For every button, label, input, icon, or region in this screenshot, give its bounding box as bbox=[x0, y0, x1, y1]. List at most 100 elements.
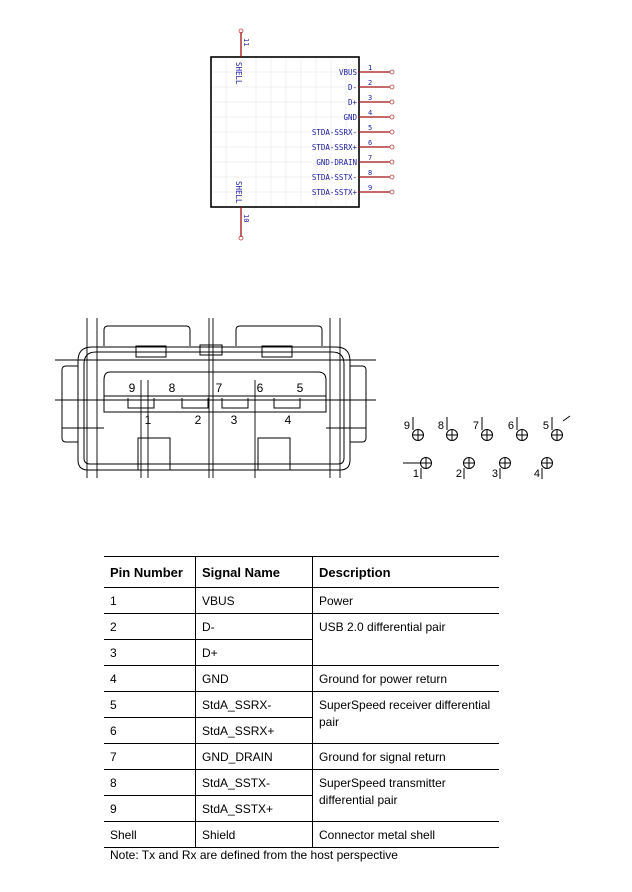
contact-4 bbox=[273, 398, 301, 409]
outer-shell-inner bbox=[83, 351, 345, 465]
table-row: 5 StdA_SSRX- SuperSpeed receiver differe… bbox=[104, 691, 499, 744]
pin-10-end bbox=[238, 235, 244, 241]
cell-pin: Shell bbox=[104, 821, 196, 848]
pin-7-name: GND-DRAIN bbox=[316, 158, 357, 167]
cell-signal: VBUS bbox=[195, 587, 313, 614]
contact-1 bbox=[127, 398, 155, 409]
symbol-pins: 1VBUS2D-3D+4GND5STDA-SSRX-6STDA-SSRX+7GN… bbox=[312, 64, 395, 197]
pin-6-number: 6 bbox=[368, 139, 372, 147]
pin-3-end bbox=[389, 99, 395, 105]
pin-5-end bbox=[389, 129, 395, 135]
table-row: 2 D- USB 2.0 differential pair bbox=[104, 613, 499, 666]
pin-2-name: D- bbox=[348, 83, 357, 92]
pin-2-number: 2 bbox=[368, 79, 372, 87]
table-row: 4 GND Ground for power return bbox=[104, 665, 499, 692]
cell-description: Connector metal shell bbox=[312, 821, 499, 848]
table-row: 8 StdA_SSTX- SuperSpeed transmitter diff… bbox=[104, 769, 499, 822]
pin-5-name: STDA-SSRX- bbox=[312, 128, 357, 137]
cell-signal: StdA_SSRX- bbox=[195, 691, 313, 718]
pin-7-number: 7 bbox=[368, 154, 372, 162]
pin-11-number: 11 bbox=[242, 38, 250, 46]
construction-lines bbox=[55, 318, 376, 478]
pin-4-name: GND bbox=[343, 113, 357, 122]
footprint-pointer bbox=[562, 415, 571, 422]
symbol-grid bbox=[211, 57, 388, 207]
connector-pin-6-label: 6 bbox=[257, 381, 264, 395]
table-row: Shell Shield Connector metal shell bbox=[104, 821, 499, 848]
pin-8-number: 8 bbox=[368, 169, 372, 177]
pin-9-name: STDA-SSTX+ bbox=[312, 188, 358, 197]
top-tab-right bbox=[235, 325, 323, 346]
header-pin-number: Pin Number bbox=[104, 556, 196, 588]
cell-pin: 6 bbox=[104, 717, 196, 744]
header-description: Description bbox=[312, 556, 499, 588]
cell-description: SuperSpeed receiver differential pair bbox=[312, 691, 499, 744]
footprint-pin-7-label: 7 bbox=[473, 420, 479, 432]
cell-pin: 2 bbox=[104, 613, 196, 640]
table-row: 3 D+ bbox=[104, 639, 499, 666]
connector-pin-7-label: 7 bbox=[216, 381, 223, 395]
footprint-pin-1-label: 1 bbox=[413, 468, 419, 480]
side-ear-left bbox=[61, 365, 78, 443]
connector-pin-4-label: 4 bbox=[285, 413, 292, 427]
contact-3 bbox=[221, 398, 249, 409]
pin-8-end bbox=[389, 174, 395, 180]
top-center-notch bbox=[199, 344, 223, 356]
shell-label-top: SHELL bbox=[234, 62, 243, 85]
outer-shell bbox=[77, 346, 351, 471]
connector-tongue bbox=[103, 371, 327, 413]
cell-signal: StdA_SSRX+ bbox=[195, 717, 313, 744]
table-row: 1 VBUS Power bbox=[104, 587, 499, 614]
footprint-pin-3-label: 3 bbox=[492, 468, 498, 480]
cell-pin: 7 bbox=[104, 743, 196, 770]
cell-description: USB 2.0 differential pair bbox=[312, 613, 499, 666]
pin-2-end bbox=[389, 84, 395, 90]
pin-3-name: D+ bbox=[348, 98, 358, 107]
cell-description: Ground for signal return bbox=[312, 743, 499, 770]
schematic-symbol: 11 SHELL 10 SHELL 1VBUS2D-3D+4GND5STDA-S… bbox=[210, 28, 395, 241]
pin-9-number: 9 bbox=[368, 184, 372, 192]
footprint-pin-8-label: 8 bbox=[438, 420, 444, 432]
pin-10-number: 10 bbox=[242, 214, 250, 222]
cell-signal: D+ bbox=[195, 639, 313, 666]
cell-signal: GND bbox=[195, 665, 313, 692]
table-row: 6 StdA_SSRX+ bbox=[104, 717, 499, 744]
connector-pin-2-label: 2 bbox=[195, 413, 202, 427]
cell-signal: D- bbox=[195, 613, 313, 640]
connector-pin-5-label: 5 bbox=[297, 381, 304, 395]
cell-signal: StdA_SSTX+ bbox=[195, 795, 313, 822]
footprint-pin-6-label: 6 bbox=[508, 420, 514, 432]
connector-pin-8-label: 8 bbox=[169, 381, 176, 395]
pin-9-end bbox=[389, 189, 395, 195]
pin-1-end bbox=[389, 69, 395, 75]
pinout-table: Pin Number Signal Name Description 1 VBU… bbox=[104, 556, 499, 848]
connector-front-view bbox=[55, 318, 376, 478]
cell-signal: Shield bbox=[195, 821, 313, 848]
header-signal-name: Signal Name bbox=[195, 556, 313, 588]
cell-pin: 4 bbox=[104, 665, 196, 692]
cell-pin: 5 bbox=[104, 691, 196, 718]
pin-6-end bbox=[389, 144, 395, 150]
footprint-pin-9-label: 9 bbox=[404, 420, 410, 432]
pin-8-name: STDA-SSTX- bbox=[312, 173, 357, 182]
bottom-slot-left bbox=[137, 437, 171, 471]
shell-label-bottom: SHELL bbox=[234, 181, 243, 204]
cell-description: Ground for power return bbox=[312, 665, 499, 692]
table-header-row: Pin Number Signal Name Description bbox=[104, 556, 499, 588]
table-note: Note: Tx and Rx are defined from the hos… bbox=[110, 848, 398, 862]
cell-pin: 8 bbox=[104, 769, 196, 796]
cell-description: SuperSpeed transmitter differential pair bbox=[312, 769, 499, 822]
cell-pin: 3 bbox=[104, 639, 196, 666]
footprint-pin-4-label: 4 bbox=[534, 468, 540, 480]
pin-5-number: 5 bbox=[368, 124, 372, 132]
pin-4-end bbox=[389, 114, 395, 120]
connector-pin-3-label: 3 bbox=[231, 413, 238, 427]
pin-1-number: 1 bbox=[368, 64, 372, 72]
top-tab-left bbox=[103, 325, 191, 346]
bottom-slot-right bbox=[257, 437, 291, 471]
cell-description: Power bbox=[312, 587, 499, 614]
footprint-pin-5-label: 5 bbox=[543, 420, 549, 432]
pin-11-end bbox=[238, 28, 244, 34]
